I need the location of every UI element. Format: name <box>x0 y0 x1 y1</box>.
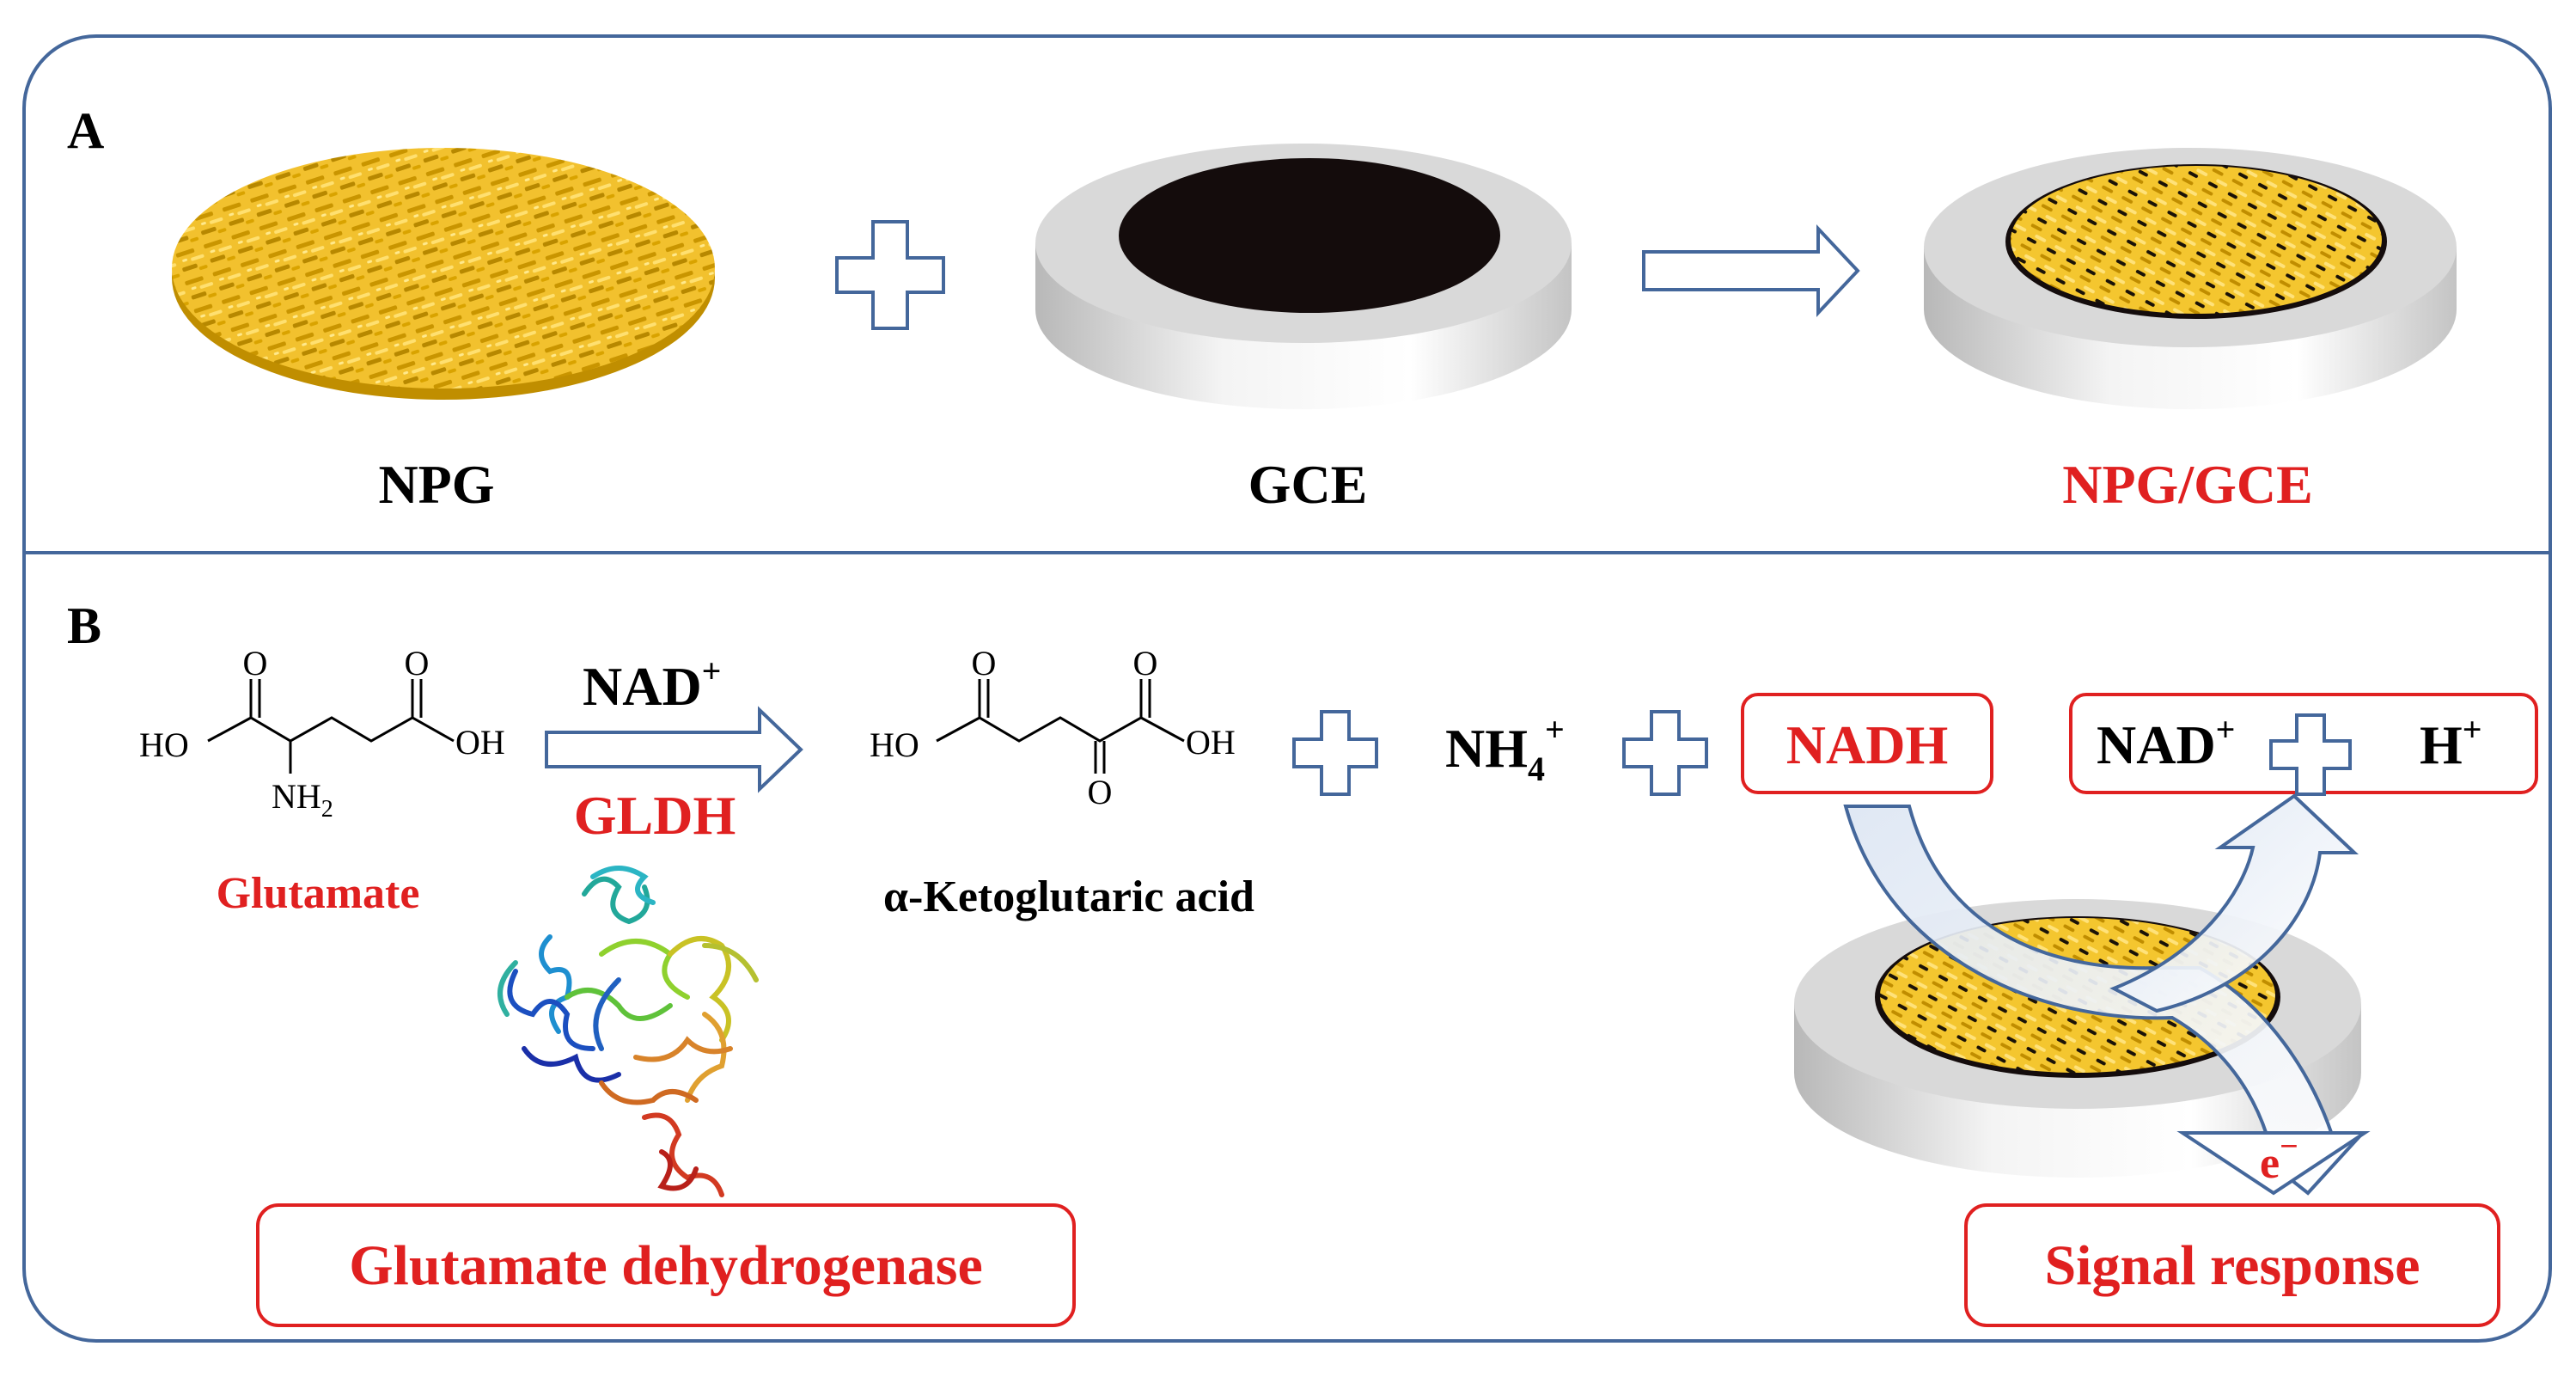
product-h: H+ <box>2420 710 2482 775</box>
glutamate-o-right: O <box>405 644 430 682</box>
npg-label: NPG <box>378 454 494 515</box>
npg-gce-electrode <box>1924 148 2457 409</box>
ketoglutaric-structure <box>936 679 1185 774</box>
product-nad: NAD+ <box>2097 710 2235 775</box>
npg-gce-label: NPG/GCE <box>2062 454 2313 515</box>
signal-response-label: Signal response <box>2044 1234 2420 1297</box>
glutamate-oh: OH <box>455 723 505 762</box>
panel-a-label: A <box>67 102 104 159</box>
outer-frame <box>22 34 2552 1343</box>
npg-disk <box>172 148 715 400</box>
plus-icon <box>2269 713 2352 796</box>
signal-response-box <box>1964 1203 2500 1327</box>
gldh-protein-structure <box>497 866 759 1197</box>
electrode-to-products-arrow <box>2109 793 2359 1013</box>
gce-electrode <box>1035 144 1572 409</box>
glutamate-name: Glutamate <box>217 869 420 918</box>
ammonium-label: NH4+ <box>1445 710 1565 788</box>
ketoglutaric-name: α-Ketoglutaric acid <box>883 872 1254 921</box>
panel-b-label: B <box>67 597 101 654</box>
glutamate-structure <box>207 679 455 774</box>
keto-ho: HO <box>870 725 919 764</box>
plus-icon <box>835 220 945 330</box>
gce-label: GCE <box>1248 454 1368 515</box>
reaction-arrow-icon <box>545 706 803 793</box>
nadh-label: NADH <box>1786 714 1948 775</box>
enzyme-name-box <box>256 1203 1076 1327</box>
cofactor-label: NAD+ <box>583 652 721 717</box>
plus-icon <box>1292 710 1378 796</box>
plus-icon <box>1622 710 1708 796</box>
right-arrow-icon <box>1642 223 1860 318</box>
glutamate-nh2: NH2 <box>272 777 333 823</box>
nadh-box <box>1741 693 1993 794</box>
glutamate-ho: HO <box>139 725 189 764</box>
enzyme-abbr: GLDH <box>574 785 736 846</box>
enzyme-name: Glutamate dehydrogenase <box>349 1234 983 1297</box>
keto-oh: OH <box>1186 723 1236 762</box>
keto-o-right: O <box>1133 644 1158 682</box>
electron-label: e− <box>2260 1129 2298 1188</box>
electron-arrow-icon <box>2176 1131 2371 1196</box>
keto-o-left: O <box>972 644 997 682</box>
glutamate-o-left: O <box>243 644 268 682</box>
keto-o-bottom: O <box>1088 773 1113 811</box>
